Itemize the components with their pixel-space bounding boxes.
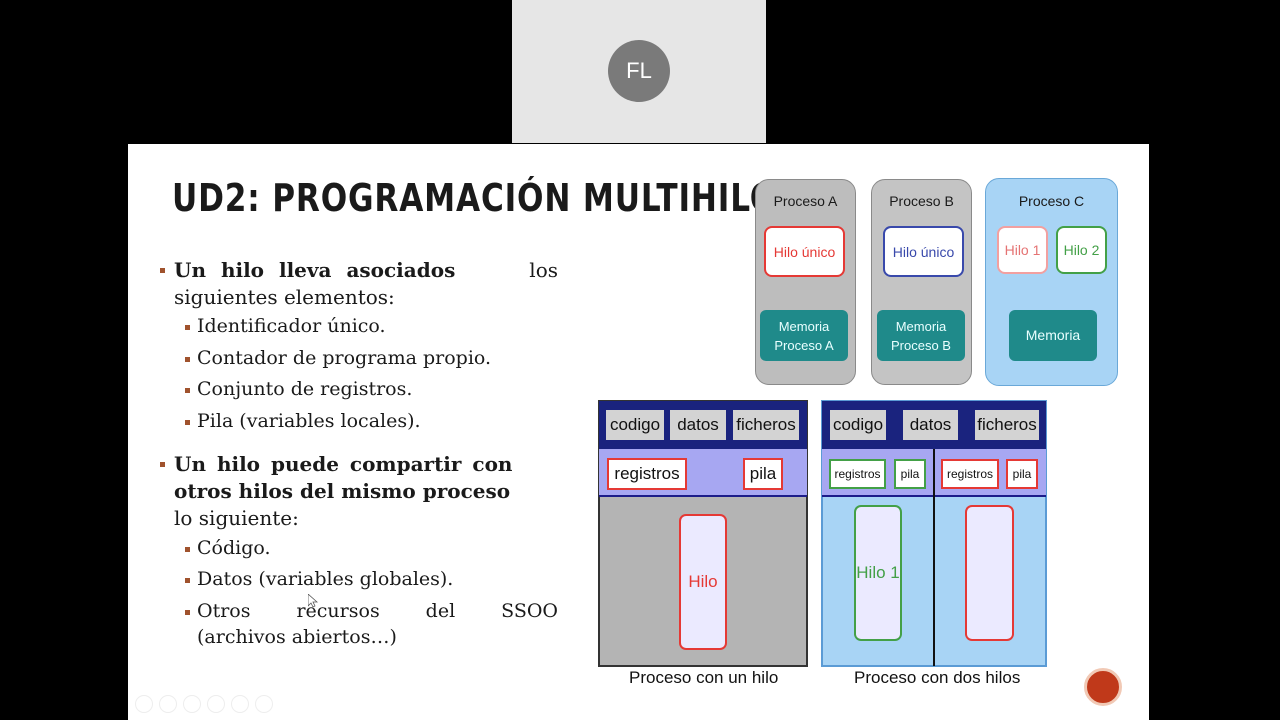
- resource-codigo: codigo: [606, 410, 664, 440]
- hilo-box: Hilo: [679, 514, 727, 650]
- bullet-1-text: Un hilo lleva asociados los siguientes e…: [174, 258, 558, 309]
- slideshow-toolbar[interactable]: [135, 695, 279, 718]
- bullet-2-item: Código.: [197, 537, 271, 559]
- register-pila: pila: [743, 458, 783, 490]
- bullet-1-item: Pila (variables locales).: [197, 410, 421, 432]
- next-icon[interactable]: [159, 695, 177, 713]
- sub-bullet-marker: [185, 388, 190, 393]
- hilo-2-box: [965, 505, 1014, 641]
- register-registros: registros: [607, 458, 687, 490]
- bullet-1-item: Conjunto de registros.: [197, 378, 413, 400]
- proceso-c-thread-1: Hilo 1: [997, 226, 1048, 274]
- bullet-marker: [160, 268, 165, 273]
- bullet-2-text: Un hilo puede compartir con otros hilos …: [174, 452, 513, 530]
- sub-bullet-marker: [185, 578, 190, 583]
- register-pila-hilo-2: pila: [1006, 459, 1038, 489]
- register-pila-hilo-1: pila: [894, 459, 926, 489]
- participant-avatar: FL: [608, 40, 670, 102]
- sub-bullet-marker: [185, 547, 190, 552]
- slides-icon[interactable]: [207, 695, 225, 713]
- caption-proceso-un-hilo: Proceso con un hilo: [629, 668, 779, 687]
- mouse-cursor-icon: [308, 594, 318, 608]
- resource-ficheros: ficheros: [733, 410, 799, 440]
- proceso-a-label: Proceso A: [773, 193, 838, 209]
- bullet-1-item: Contador de programa propio.: [197, 347, 492, 369]
- previous-icon[interactable]: [135, 695, 153, 713]
- caption-proceso-dos-hilos: Proceso con dos hilos: [854, 668, 1021, 687]
- resource-codigo: codigo: [830, 410, 886, 440]
- register-registros-hilo-1: registros: [829, 459, 886, 489]
- sub-bullet-marker: [185, 420, 190, 425]
- proceso-c-label: Proceso C: [1018, 193, 1085, 209]
- resource-ficheros: ficheros: [975, 410, 1039, 440]
- thread-divider: [933, 449, 935, 666]
- bullet-1-item: Identificador único.: [197, 315, 386, 337]
- bullet-2-item: Datos (variables globales).: [197, 568, 454, 590]
- bullet-2-item-continued: (archivos abiertos…): [197, 626, 397, 648]
- sub-bullet-marker: [185, 610, 190, 615]
- proceso-c-memory: Memoria: [1009, 310, 1097, 361]
- sub-bullet-marker: [185, 325, 190, 330]
- slide-title: UD2: PROGRAMACIÓN MULTIHILO: [172, 176, 778, 220]
- sub-bullet-marker: [185, 357, 190, 362]
- resource-datos: datos: [670, 410, 726, 440]
- proceso-b-thread: Hilo único: [883, 226, 964, 277]
- pen-icon[interactable]: [183, 695, 201, 713]
- proceso-b-label: Proceso B: [889, 193, 954, 209]
- proceso-a-memory: Memoria Proceso A: [760, 310, 848, 361]
- resource-datos: datos: [903, 410, 958, 440]
- more-icon[interactable]: [255, 695, 273, 713]
- register-registros-hilo-2: registros: [941, 459, 999, 489]
- slide-decoration-circle: [1084, 668, 1122, 706]
- zoom-icon[interactable]: [231, 695, 249, 713]
- hilo-1-box: Hilo 1: [854, 505, 902, 641]
- bullet-2-item: Otros recursos del SSOO: [197, 600, 558, 622]
- proceso-c-thread-2: Hilo 2: [1056, 226, 1107, 274]
- proceso-a-thread: Hilo único: [764, 226, 845, 277]
- proceso-b-memory: Memoria Proceso B: [877, 310, 965, 361]
- bullet-marker: [160, 462, 165, 467]
